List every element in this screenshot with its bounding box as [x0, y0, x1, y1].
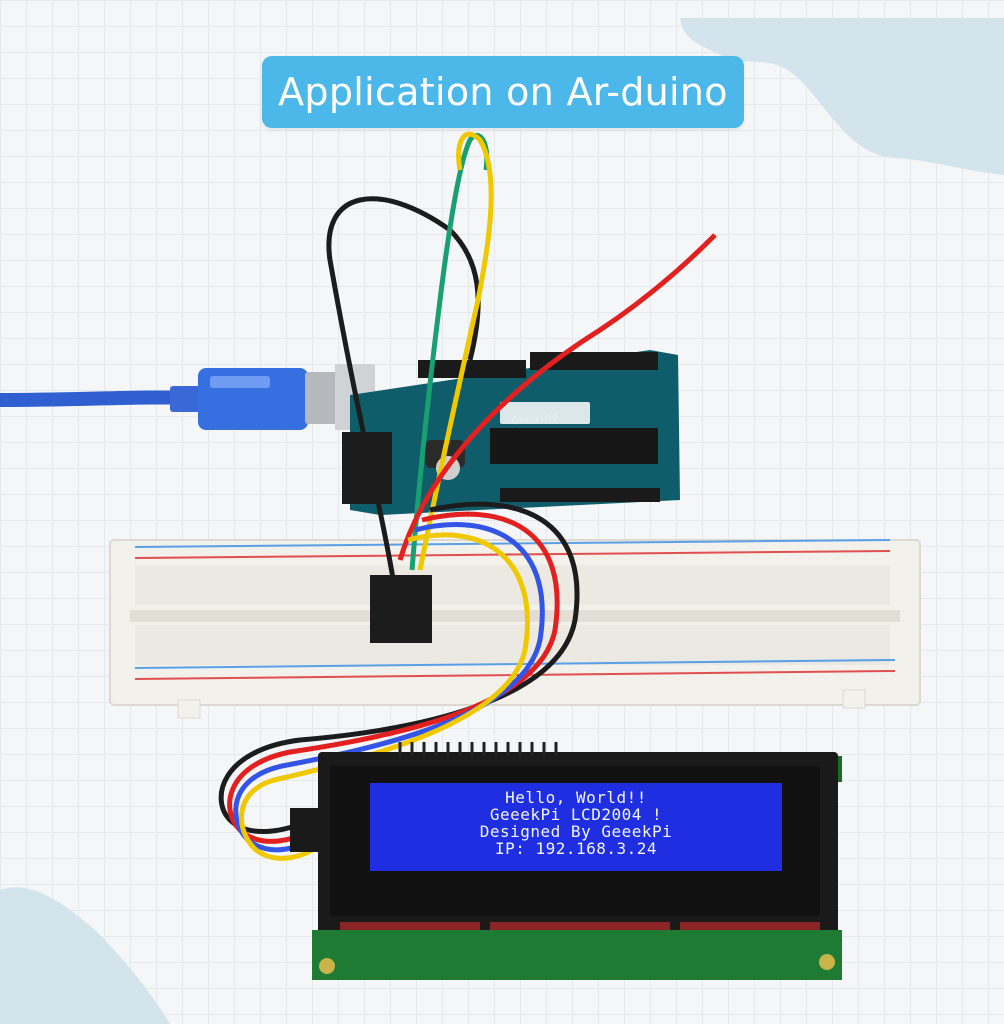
title-text: Application on Ar-duino [278, 70, 728, 114]
title-banner: Application on Ar-duino [262, 56, 744, 128]
breadboard [109, 539, 921, 719]
usb-cable [0, 364, 375, 430]
lcd-line-4: IP: 192.168.3.24 [494, 839, 658, 858]
lcd-line-2: GeeekPi LCD2004 ! [489, 805, 663, 824]
lcd-line-1: Hello, World!! [505, 788, 647, 807]
lcd-module [290, 742, 842, 980]
arduino-board [342, 350, 680, 515]
lcd-display-text: Hello, World!! GeeekPi LCD2004 ! Designe… [376, 790, 776, 858]
wires [218, 131, 717, 861]
lcd-line-3: Designed By GeeekPi [479, 822, 673, 841]
